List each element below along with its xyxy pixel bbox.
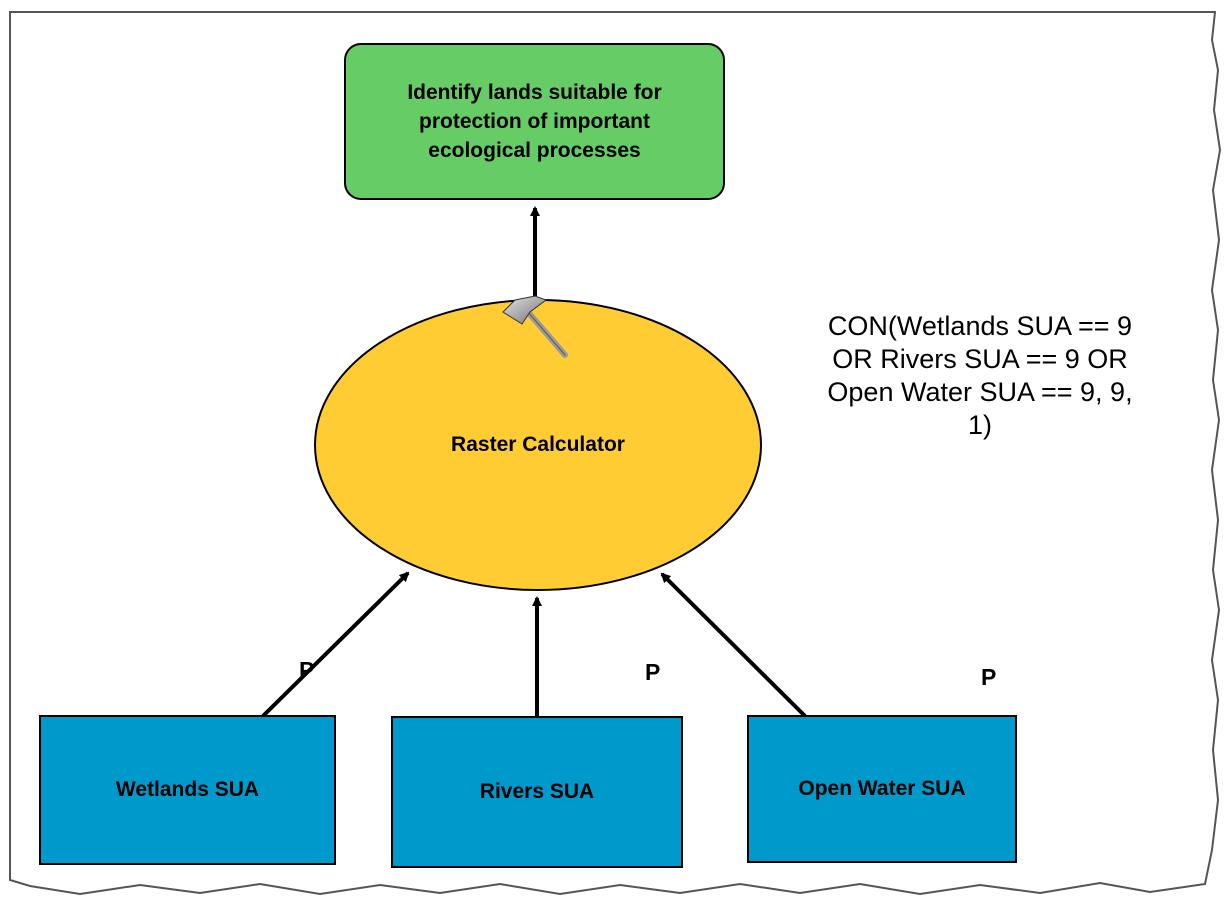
expression-line: Open Water SUA == 9, 9, [827,377,1133,407]
input-node-open-water-sua[interactable] [747,715,1017,863]
raster-calculator-label: Raster Calculator [451,433,625,456]
input-node-rivers-sua[interactable] [391,716,683,868]
arrow-wetlands-to-tool [261,571,410,718]
expression-annotation: CON(Wetlands SUA == 9 OR Rivers SUA == 9… [780,310,1180,442]
arrow-openwater-to-tool [660,572,807,718]
input-label-rivers-sua: Rivers SUA [479,780,595,803]
output-node[interactable] [344,43,725,200]
output-node-label: Identify lands suitable for protection o… [407,81,662,162]
input-label-open-water-sua: Open Water SUA [798,777,966,800]
parameter-marker-open-water: P [981,664,997,690]
input-node-wetlands-sua[interactable] [39,715,336,865]
parameter-marker-wetlands: P [299,657,315,683]
expression-line: OR Rivers SUA == 9 OR [832,344,1128,374]
parameter-marker-rivers: P [645,659,661,685]
expression-line: 1) [967,410,992,440]
expression-line: CON(Wetlands SUA == 9 [827,311,1133,341]
hammer-icon [502,295,568,358]
input-label-wetlands-sua: Wetlands SUA [115,778,260,801]
